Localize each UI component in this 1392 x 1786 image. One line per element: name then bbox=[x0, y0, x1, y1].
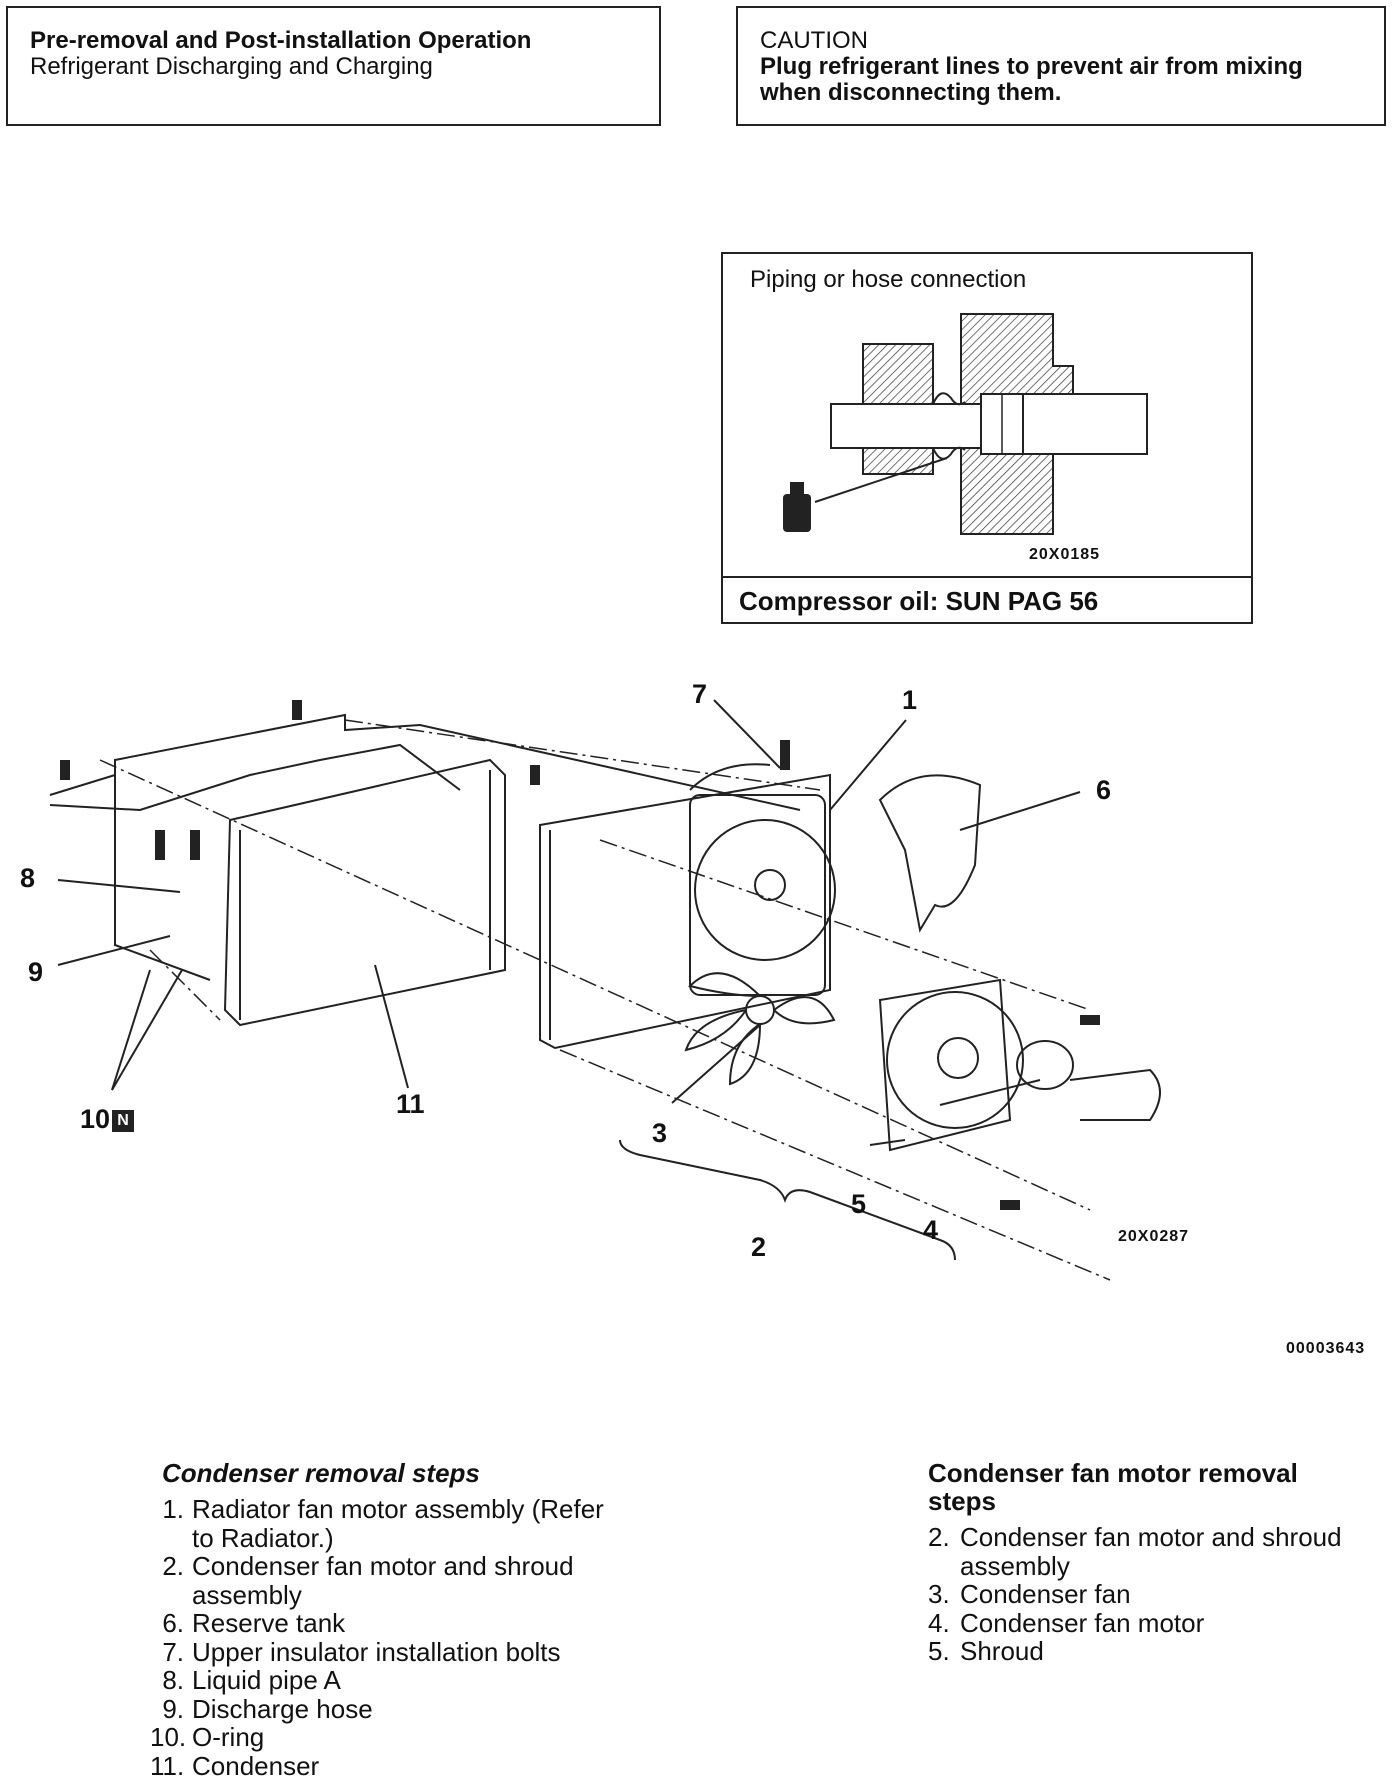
piping-inset: Piping or hose connection 20X0185 Compre… bbox=[721, 252, 1253, 624]
list-item: 11.Condenser bbox=[150, 1750, 320, 1781]
pre-removal-title: Pre-removal and Post-installation Operat… bbox=[30, 27, 532, 54]
callout-4: 4 bbox=[923, 1215, 939, 1245]
document-code: 00003643 bbox=[1286, 1340, 1366, 1357]
list-item: 2.Condenser fan motor and shroud assembl… bbox=[162, 1551, 574, 1610]
condenser-removal-steps: Condenser removal steps 1.Radiator fan m… bbox=[150, 1458, 662, 1780]
callout-5: 5 bbox=[851, 1189, 867, 1219]
list-item: 3.Condenser fan bbox=[928, 1579, 1131, 1609]
callout-6: 6 bbox=[1096, 775, 1112, 805]
pre-removal-box: Pre-removal and Post-installation Operat… bbox=[6, 6, 661, 126]
fan-motor-steps-list: 2.Condenser fan motor and shroud assembl… bbox=[928, 1523, 1388, 1666]
list-item: 5.Shroud bbox=[928, 1636, 1044, 1666]
list-item: 7.Upper insulator installation bolts bbox=[162, 1636, 561, 1667]
list-item: 8.Liquid pipe A bbox=[162, 1665, 341, 1695]
caution-text: Plug refrigerant lines to prevent air fr… bbox=[760, 53, 1303, 106]
list-item: 6.Reserve tank bbox=[162, 1608, 346, 1638]
callout-10-number: 10 bbox=[80, 1104, 111, 1134]
fan-motor-steps-heading: Condenser fan motor removal steps bbox=[928, 1458, 1298, 1516]
piping-connection-illustration bbox=[783, 313, 1148, 535]
callout-9: 9 bbox=[28, 957, 44, 987]
caution-title: CAUTION bbox=[760, 27, 868, 54]
list-item: 2.Condenser fan motor and shroud assembl… bbox=[928, 1522, 1342, 1581]
list-item: 1.Radiator fan motor assembly (Refer to … bbox=[162, 1494, 604, 1553]
diagram-figure-code: 20X0287 bbox=[1118, 1228, 1190, 1245]
condenser-steps-heading: Condenser removal steps bbox=[162, 1458, 480, 1488]
callout-1: 1 bbox=[902, 685, 918, 715]
callout-8: 8 bbox=[20, 863, 36, 893]
callout-2: 2 bbox=[751, 1232, 767, 1262]
list-item: 10.O-ring bbox=[150, 1722, 265, 1752]
pre-removal-line: Refrigerant Discharging and Charging bbox=[30, 53, 433, 80]
list-item: 9.Discharge hose bbox=[162, 1693, 373, 1724]
piping-figure-code: 20X0185 bbox=[1029, 546, 1101, 563]
caution-box: CAUTION Plug refrigerant lines to preven… bbox=[736, 6, 1386, 126]
fan-motor-removal-steps: Condenser fan motor removal steps 2.Cond… bbox=[928, 1459, 1388, 1666]
list-item: 4.Condenser fan motor bbox=[928, 1607, 1205, 1638]
new-part-badge: N bbox=[112, 1109, 135, 1132]
callout-11: 11 bbox=[396, 1089, 425, 1119]
callout-3: 3 bbox=[652, 1118, 668, 1148]
condenser-exploded-diagram bbox=[49, 699, 1161, 1281]
callout-7: 7 bbox=[692, 679, 708, 709]
condenser-steps-list: 1.Radiator fan motor assembly (Refer to … bbox=[150, 1495, 662, 1780]
piping-inset-footer: Compressor oil: SUN PAG 56 bbox=[723, 576, 1251, 622]
piping-inset-title: Piping or hose connection bbox=[750, 266, 1027, 293]
